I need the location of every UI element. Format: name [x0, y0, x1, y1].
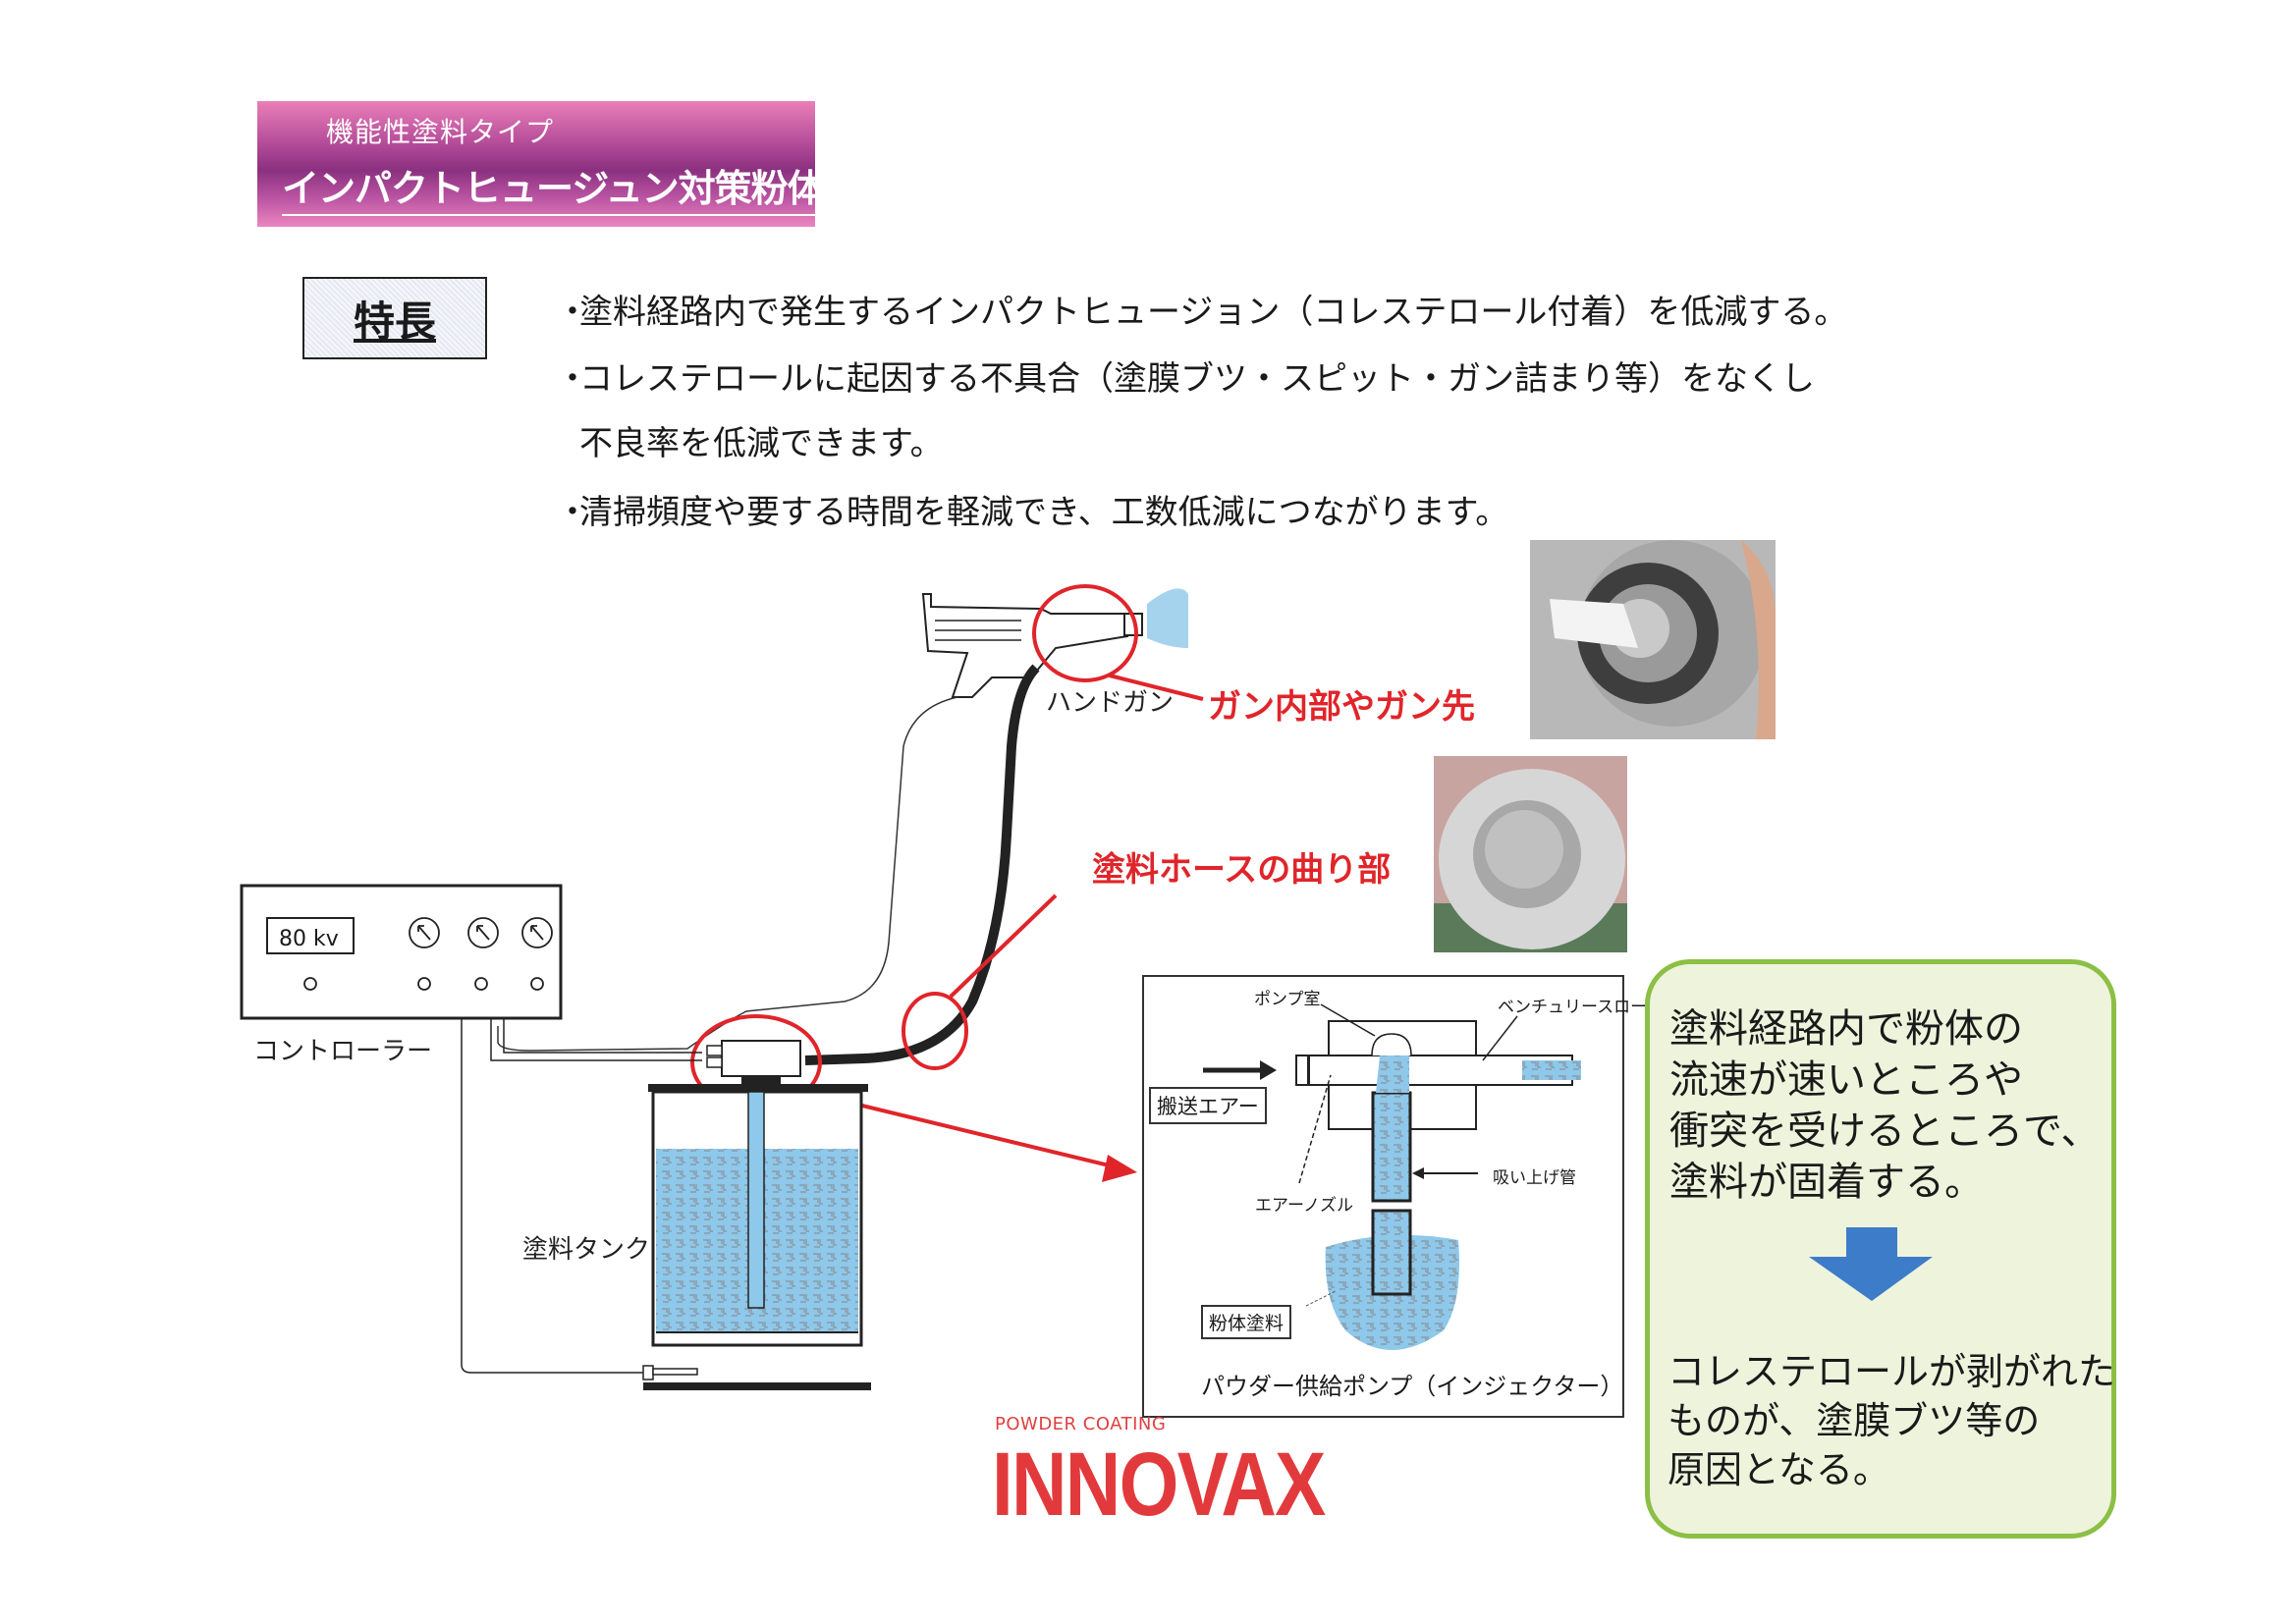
- powder-paint-label: 粉体塗料: [1201, 1305, 1292, 1339]
- spray-powder: [1147, 588, 1188, 648]
- powder-pump-detail: ポンプ室 ベンチュリースロート 搬送エアー エアーノズル 吸い上げ管 粉体塗料 …: [1142, 975, 1664, 1418]
- pump-callout-arrowhead: [1102, 1155, 1137, 1182]
- features-heading-box: 特長: [302, 277, 487, 359]
- logo-subtitle: POWDER COATING: [995, 1414, 1167, 1434]
- banner-subtitle: 機能性塗料タイプ: [326, 116, 555, 148]
- pump-chamber-label: ポンプ室: [1254, 990, 1321, 1009]
- gun-callout-label: ガン内部やガン先: [1208, 687, 1475, 727]
- innovax-logo: INNOVAX: [992, 1434, 1326, 1535]
- controller: [240, 884, 563, 1020]
- hose-bend-photo: [1434, 756, 1627, 952]
- gun-tip-highlight: [1032, 584, 1138, 682]
- feature-item-1: ・塗料経路内で発生するインパクトヒュージョン（コレステロール付着）を低減する。: [556, 293, 1848, 332]
- down-arrow-icon: [1809, 1227, 1933, 1301]
- explanation-box: 塗料経路内で粉体の 流速が速いところや 衝突を受けるところで、 塗料が固着する。…: [1645, 959, 2116, 1539]
- feature-item-2: ・コレステロールに起因する不具合（塗膜ブツ・スピット・ガン詰まり等）をなくし: [556, 359, 1815, 399]
- air-nozzle-label: エアーノズル: [1255, 1196, 1353, 1216]
- pump-caption: パウダー供給ポンプ（インジェクター）: [1201, 1373, 1624, 1400]
- effect-text: コレステロールが剥がれた ものが、塗膜ブツ等の 原因となる。: [1667, 1350, 2116, 1491]
- title-banner: 機能性塗料タイプ インパクトヒュージュン対策粉体塗料: [257, 101, 898, 227]
- air-line: [497, 696, 958, 1052]
- controller-label: コントローラー: [253, 1037, 433, 1066]
- suction-tube-label: 吸い上げ管: [1493, 1168, 1576, 1188]
- hose-bend-highlight: [902, 992, 968, 1070]
- banner-title: インパクトヒュージュン対策粉体塗料: [282, 158, 898, 216]
- venturi-throat-label: ベンチュリースロート: [1498, 998, 1665, 1017]
- paint-tank: [642, 1084, 871, 1390]
- feature-item-3: ・清掃頻度や要する時間を軽減でき、工数低減につながります。: [556, 493, 1509, 532]
- hose-callout-label: 塗料ホースの曲り部: [1092, 850, 1392, 890]
- feature-item-2-cont: 不良率を低減できます。: [579, 424, 944, 463]
- hand-gun-label: ハンドガン: [1046, 688, 1175, 718]
- powder-hose: [804, 664, 1040, 1065]
- hose-callout-line: [949, 893, 1058, 999]
- tank-label: 塗料タンク: [522, 1235, 651, 1265]
- gun-callout-line: [1109, 674, 1204, 701]
- cause-text: 塗料経路内で粉体の 流速が速いところや 衝突を受けるところで、 塗料が固着する。: [1669, 1006, 2101, 1205]
- gun-tip-photo: [1530, 540, 1776, 739]
- hand-gun: [921, 588, 1188, 698]
- conveying-air-label: 搬送エアー: [1149, 1087, 1267, 1124]
- controller-display: 80 kv: [279, 927, 339, 951]
- features-heading: 特長: [353, 297, 436, 346]
